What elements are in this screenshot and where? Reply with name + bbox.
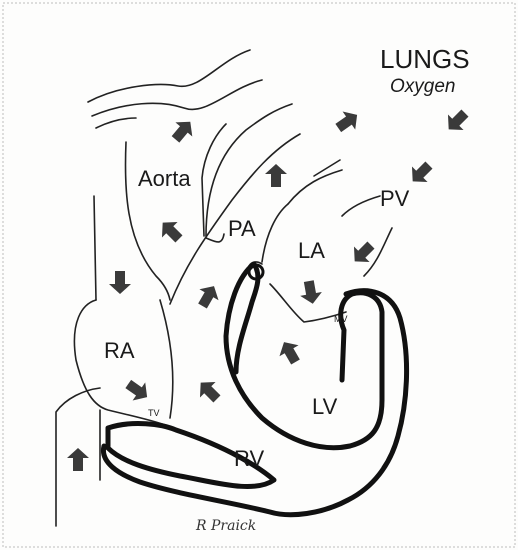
lungs-label: LUNGS: [380, 44, 470, 74]
tv-label: TV: [148, 408, 160, 418]
aortic-arch-outer: [88, 50, 250, 102]
from-lungs-arrow-2: [405, 157, 437, 189]
la-left-wall: [262, 204, 288, 262]
ra-label: RA: [104, 338, 135, 363]
oxygen-label: Oxygen: [390, 76, 455, 97]
rv-label: RV: [234, 446, 264, 471]
aorta-label: Aorta: [138, 166, 191, 191]
svc-down-arrow: [109, 271, 131, 294]
lv-outer-wall: [103, 291, 406, 515]
to-lungs-arrow-1: [332, 106, 363, 137]
svc-left-wall: [94, 196, 96, 300]
la-to-lv-arrow: [298, 279, 324, 305]
aorta-up-arrow: [167, 115, 199, 147]
ra-to-rv-arrow: [122, 375, 153, 406]
pa-lower-up-arrow: [193, 281, 224, 312]
rv-up-arrow: [193, 375, 225, 407]
pa-up-arrow: [265, 164, 287, 187]
pa-valve: [206, 234, 224, 242]
pa-label: PA: [228, 216, 256, 241]
ra-right-wall: [160, 300, 173, 418]
artist-signature: R Praick: [195, 518, 256, 534]
aorta-to-body-arrow: [155, 215, 187, 247]
lv-label: LV: [312, 394, 338, 419]
pv-upper-wall: [314, 160, 340, 176]
la-label: LA: [298, 238, 325, 263]
aortic-arch-lower: [96, 118, 136, 128]
pv-lower-wall: [342, 196, 380, 216]
mv-label: MV: [334, 314, 348, 324]
from-lungs-arrow-1: [441, 105, 473, 137]
ivc-up-arrow: [67, 448, 89, 471]
lv-up-arrow: [274, 337, 305, 368]
pv-label: PV: [380, 186, 410, 211]
